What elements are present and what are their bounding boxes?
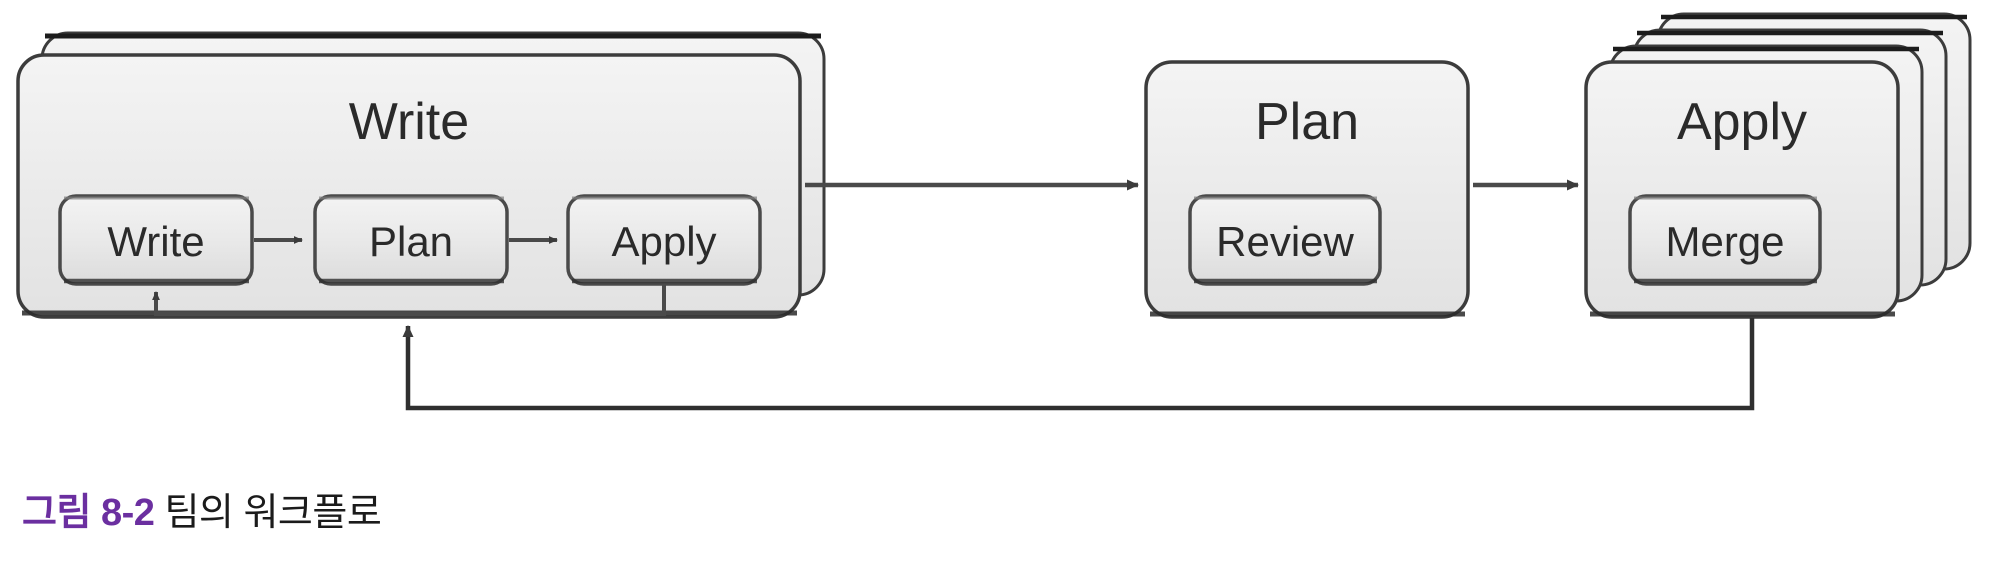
node-write-plan[interactable] [313, 194, 509, 286]
node-write-write[interactable] [58, 194, 254, 286]
node-write-apply-box[interactable] [566, 194, 762, 286]
diagram-canvas [16, 12, 1972, 411]
workflow-diagram: Write Write Plan Apply Plan Review Apply… [16, 12, 1972, 411]
node-apply-merge-box[interactable] [1628, 194, 1822, 286]
node-plan-review[interactable] [1188, 194, 1382, 286]
node-apply-merge[interactable] [1628, 194, 1822, 286]
figure-caption: 그림 8-2 팀의 워크플로 [22, 492, 382, 536]
edge-write-apply-feedback-loop [152, 284, 666, 316]
node-plan-review-box[interactable] [1188, 194, 1382, 286]
node-write-plan-box[interactable] [313, 194, 509, 286]
figure-caption-text: 팀의 워크플로 [154, 492, 382, 534]
figure-caption-number: 그림 8-2 [22, 492, 155, 534]
edge-apply-to-write-feedback-loop [402, 318, 1755, 411]
node-write-apply[interactable] [566, 194, 762, 286]
node-write-write-box[interactable] [58, 194, 254, 286]
